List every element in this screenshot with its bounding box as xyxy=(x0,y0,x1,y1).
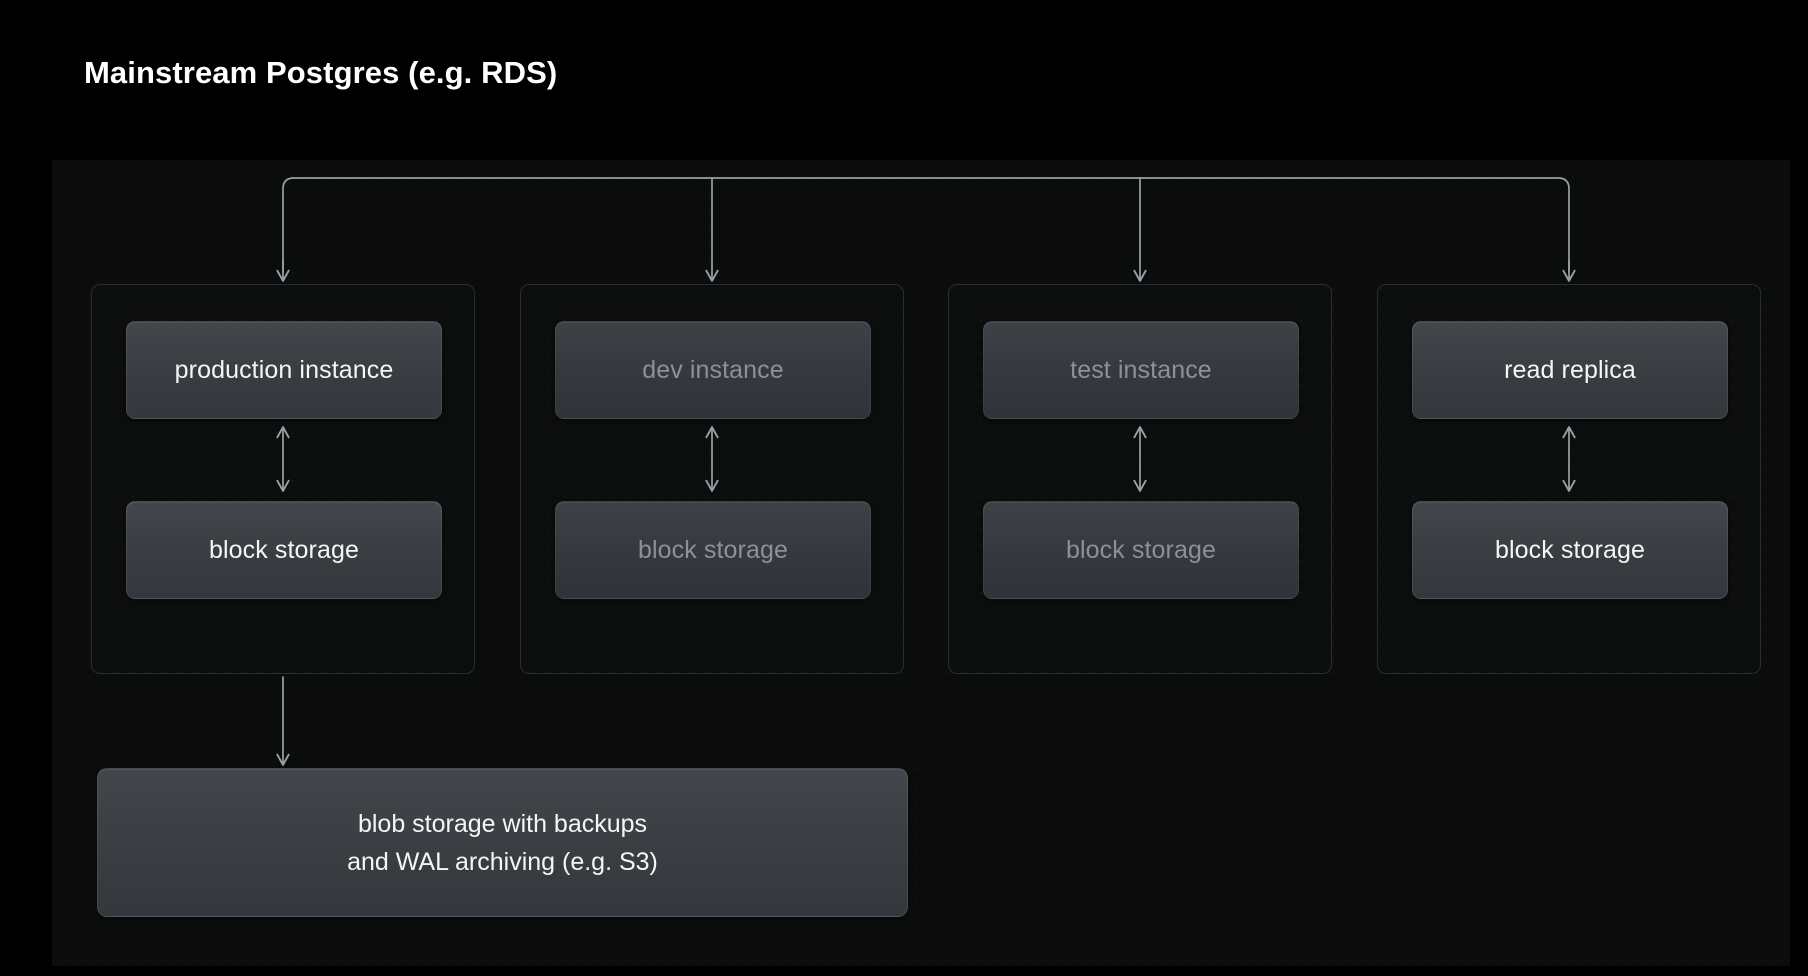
node-dev-block-storage[interactable]: block storage xyxy=(555,501,871,599)
node-production-instance[interactable]: production instance xyxy=(126,321,442,419)
group-test[interactable]: test instance block storage xyxy=(948,284,1332,674)
group-production[interactable]: production instance block storage xyxy=(91,284,475,674)
node-read-replica[interactable]: read replica xyxy=(1412,321,1728,419)
blob-storage-line-1: blob storage with backups xyxy=(357,809,648,838)
blob-storage-line-2: and WAL archiving (e.g. S3) xyxy=(347,847,658,876)
fanout-arrows xyxy=(276,177,1576,282)
node-production-block-storage[interactable]: block storage xyxy=(126,501,442,599)
node-test-instance[interactable]: test instance xyxy=(983,321,1299,419)
node-read-replica-block-storage[interactable]: block storage xyxy=(1412,501,1728,599)
node-dev-instance[interactable]: dev instance xyxy=(555,321,871,419)
page-title: Mainstream Postgres (e.g. RDS) xyxy=(84,55,558,90)
node-blob-storage[interactable]: blob storage with backups and WAL archiv… xyxy=(97,768,908,917)
fanout-bus xyxy=(282,177,1570,273)
group-read-replica[interactable]: read replica block storage xyxy=(1377,284,1761,674)
node-test-block-storage[interactable]: block storage xyxy=(983,501,1299,599)
diagram-panel: production instance block storage dev in… xyxy=(52,160,1790,966)
group-dev[interactable]: dev instance block storage xyxy=(520,284,904,674)
